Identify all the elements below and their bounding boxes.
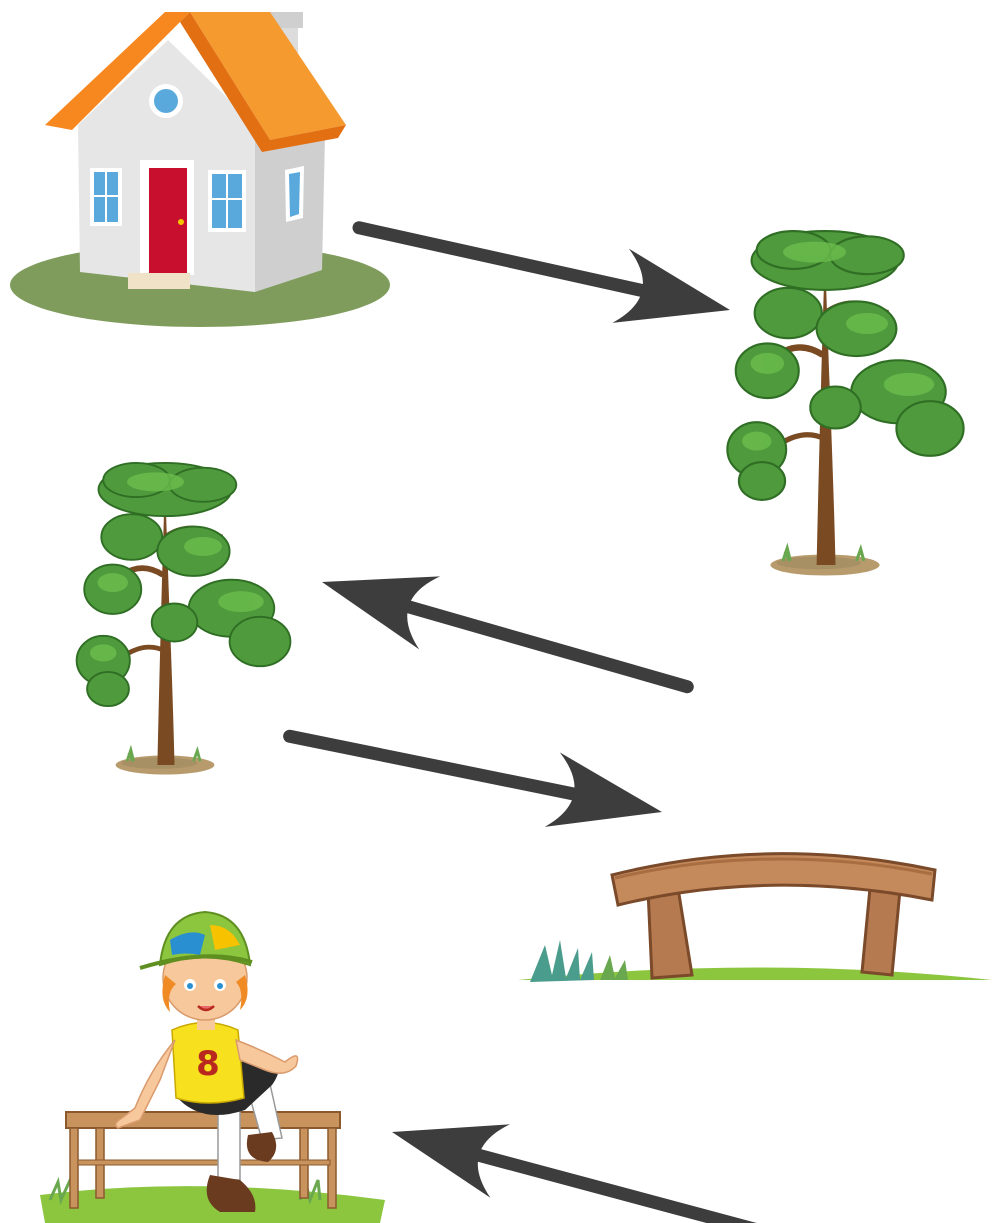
arrow-2 (312, 545, 698, 723)
boy-on-bench-icon: 8 (40, 912, 385, 1223)
arrow-3 (282, 699, 670, 849)
arrow-1 (351, 191, 738, 347)
shirt-number: 8 (196, 1044, 220, 1084)
tree-icon (77, 463, 291, 775)
bridge-icon (518, 854, 992, 982)
arrow-4 (382, 1095, 769, 1223)
house-icon (10, 12, 390, 327)
tree-icon (727, 231, 963, 575)
